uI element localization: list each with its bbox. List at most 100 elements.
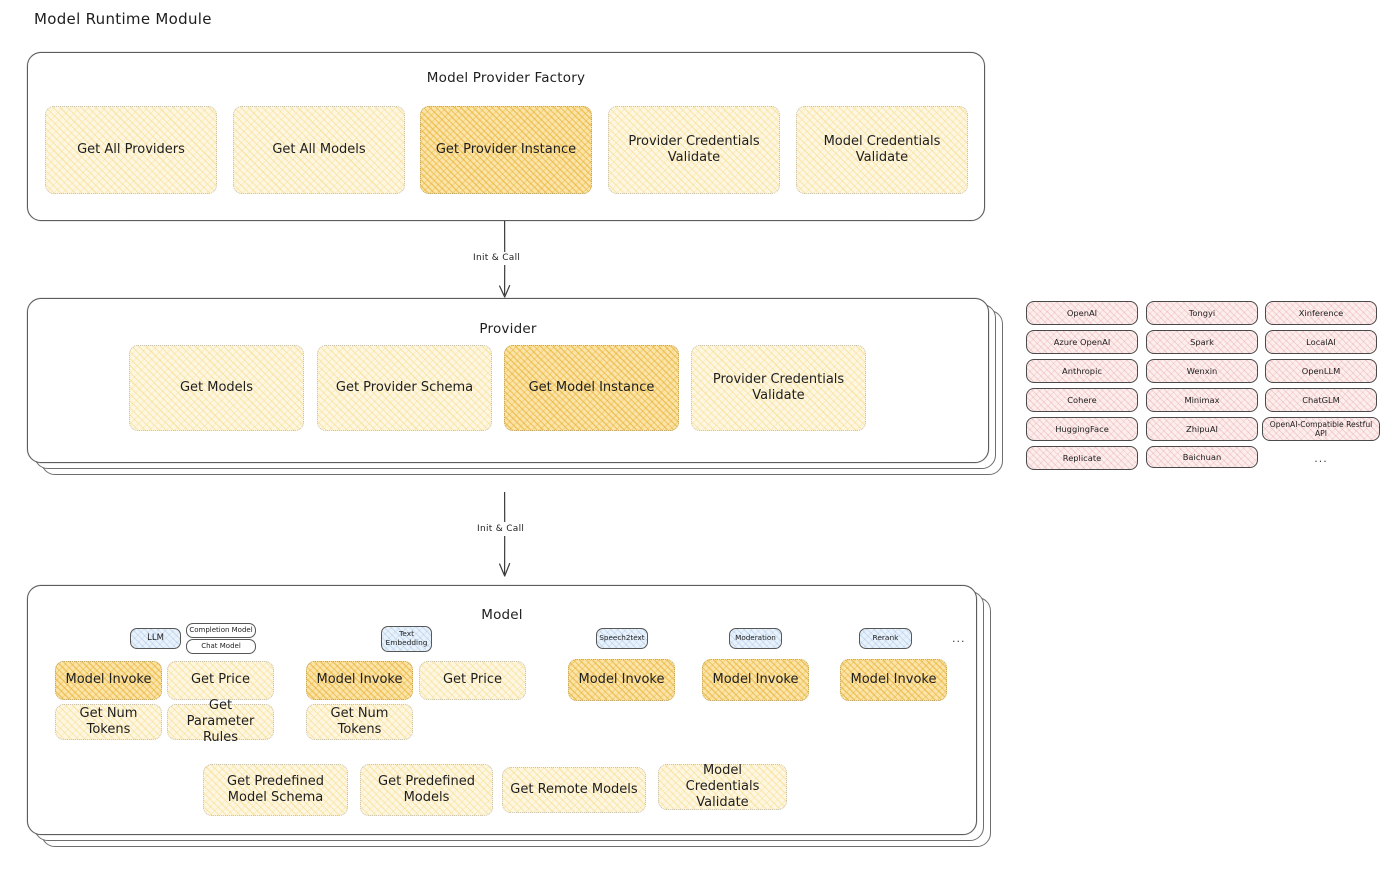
node-label: Get Predefined Model Schema xyxy=(227,773,324,805)
provider-pill-label: Minimax xyxy=(1184,395,1220,405)
provider-pill-label: Anthropic xyxy=(1062,366,1102,376)
provider-pill-label: Wenxin xyxy=(1186,366,1218,376)
badge-label: Completion Model xyxy=(189,626,253,635)
model-type-badge-moderation[interactable]: Moderation xyxy=(729,628,782,649)
provider-pill-label: ZhipuAI xyxy=(1186,424,1218,434)
provider-pill-minimax[interactable]: Minimax xyxy=(1146,388,1258,412)
provider-pill-openllm[interactable]: OpenLLM xyxy=(1265,359,1377,383)
provider-pill-label: Tongyi xyxy=(1188,308,1216,318)
provider-pill-anthropic[interactable]: Anthropic xyxy=(1026,359,1138,383)
provider-list-more-indicator: ... xyxy=(1314,452,1328,465)
node-label: Provider Credentials Validate xyxy=(712,371,845,403)
node-label: Get Num Tokens xyxy=(330,705,389,737)
badge-label: Rerank xyxy=(872,633,899,643)
provider-pill-label: Spark xyxy=(1190,337,1214,347)
node-label: Model Invoke xyxy=(850,671,937,687)
node-label: Get Predefined Models xyxy=(378,773,475,805)
provider-pill-label: OpenAI xyxy=(1066,308,1098,318)
page-title: Model Runtime Module xyxy=(34,10,212,28)
node-get-provider-schema[interactable]: Get Provider Schema xyxy=(317,345,492,431)
node-label: Get Model Instance xyxy=(528,379,655,395)
node-get-remote-models[interactable]: Get Remote Models xyxy=(502,767,646,813)
node-llm-model-invoke[interactable]: Model Invoke xyxy=(55,661,162,700)
arrow-provider-to-model xyxy=(499,491,511,577)
provider-pill-label: Replicate xyxy=(1062,453,1102,463)
node-llm-get-num-tokens[interactable]: Get Num Tokens xyxy=(55,704,162,740)
node-label: Get Price xyxy=(442,672,502,688)
provider-pill-cohere[interactable]: Cohere xyxy=(1026,388,1138,412)
node-get-all-providers[interactable]: Get All Providers xyxy=(45,106,217,194)
arrow-label-init-and-call-2: Init & Call xyxy=(477,524,525,534)
model-types-more-indicator: ... xyxy=(952,632,966,645)
provider-pill-wenxin[interactable]: Wenxin xyxy=(1146,359,1258,383)
node-get-all-models[interactable]: Get All Models xyxy=(233,106,405,194)
node-llm-get-price[interactable]: Get Price xyxy=(167,661,274,700)
arrow-factory-to-provider xyxy=(499,220,511,298)
node-label: Get Parameter Rules xyxy=(186,697,255,746)
provider-pill-chatglm[interactable]: ChatGLM xyxy=(1265,388,1377,412)
badge-label: Chat Model xyxy=(201,642,241,651)
node-text-embedding-get-price[interactable]: Get Price xyxy=(419,661,526,700)
node-label: Provider Credentials Validate xyxy=(628,133,760,165)
provider-pill-label: ChatGLM xyxy=(1302,395,1340,405)
arrow-label-init-and-call-1: Init & Call xyxy=(473,253,521,263)
node-model-credentials-validate[interactable]: Model Credentials Validate xyxy=(796,106,968,194)
node-get-provider-instance[interactable]: Get Provider Instance xyxy=(420,106,592,194)
provider-pill-openai[interactable]: OpenAI xyxy=(1026,301,1138,325)
node-label: Get All Providers xyxy=(77,141,185,157)
provider-pill-label: Azure OpenAI xyxy=(1053,337,1111,347)
provider-pill-azure-openai[interactable]: Azure OpenAI xyxy=(1026,330,1138,354)
node-get-model-instance[interactable]: Get Model Instance xyxy=(504,345,679,431)
node-provider-credentials-validate-2[interactable]: Provider Credentials Validate xyxy=(691,345,866,431)
node-llm-get-parameter-rules[interactable]: Get Parameter Rules xyxy=(167,698,274,745)
node-label: Get Price xyxy=(190,672,250,688)
provider-pill-label: LocalAI xyxy=(1306,337,1336,347)
node-get-predefined-model-schema[interactable]: Get Predefined Model Schema xyxy=(203,764,348,816)
provider-pill-tongyi[interactable]: Tongyi xyxy=(1146,301,1258,325)
provider-pill-openai-compatible-restful-api[interactable]: OpenAI-Compatible Restful API xyxy=(1262,417,1380,441)
provider-pill-huggingface[interactable]: HuggingFace xyxy=(1026,417,1138,441)
model-provider-factory-title: Model Provider Factory xyxy=(426,70,586,86)
badge-label: Text Embedding xyxy=(385,629,428,647)
node-moderation-model-invoke[interactable]: Model Invoke xyxy=(702,659,809,701)
node-label: Model Invoke xyxy=(316,672,403,688)
provider-pill-localai[interactable]: LocalAI xyxy=(1265,330,1377,354)
node-label: Get Provider Schema xyxy=(335,379,474,395)
node-label: Model Credentials Validate xyxy=(685,762,760,811)
model-type-badge-speech2text[interactable]: Speech2text xyxy=(596,628,648,649)
badge-label: LLM xyxy=(147,632,164,643)
node-get-models[interactable]: Get Models xyxy=(129,345,304,431)
provider-pill-spark[interactable]: Spark xyxy=(1146,330,1258,354)
provider-pill-baichuan[interactable]: Baichuan xyxy=(1146,446,1258,468)
node-speech2text-model-invoke[interactable]: Model Invoke xyxy=(568,659,675,701)
node-label: Model Credentials Validate xyxy=(823,133,941,165)
badge-label: Speech2text xyxy=(599,633,645,643)
node-label: Model Invoke xyxy=(65,672,152,688)
provider-pill-label: Xinference xyxy=(1298,308,1344,318)
model-type-badge-llm[interactable]: LLM xyxy=(130,628,181,649)
badge-label: Moderation xyxy=(735,633,776,643)
node-label: Get Num Tokens xyxy=(79,705,138,737)
node-label: Get Models xyxy=(179,379,254,395)
node-rerank-model-invoke[interactable]: Model Invoke xyxy=(840,659,947,701)
model-type-badge-rerank[interactable]: Rerank xyxy=(859,628,912,649)
model-title: Model xyxy=(481,607,523,623)
model-sub-badge-completion-model[interactable]: Completion Model xyxy=(186,623,256,638)
provider-pill-label: Baichuan xyxy=(1182,452,1222,462)
provider-pill-label: Cohere xyxy=(1067,395,1097,405)
node-model-credentials-validate-2[interactable]: Model Credentials Validate xyxy=(658,762,787,811)
node-text-embedding-get-num-tokens[interactable]: Get Num Tokens xyxy=(306,704,413,740)
provider-pill-replicate[interactable]: Replicate xyxy=(1026,446,1138,470)
model-sub-badge-chat-model[interactable]: Chat Model xyxy=(186,639,256,654)
model-type-badge-text-embedding[interactable]: Text Embedding xyxy=(381,626,432,652)
provider-pill-xinference[interactable]: Xinference xyxy=(1265,301,1377,325)
provider-pill-zhipuai[interactable]: ZhipuAI xyxy=(1146,417,1258,441)
node-provider-credentials-validate[interactable]: Provider Credentials Validate xyxy=(608,106,780,194)
node-text-embedding-model-invoke[interactable]: Model Invoke xyxy=(306,661,413,700)
node-get-predefined-models[interactable]: Get Predefined Models xyxy=(360,764,493,816)
node-label: Model Invoke xyxy=(578,671,665,687)
node-label: Get All Models xyxy=(272,141,366,157)
provider-pill-label: OpenLLM xyxy=(1301,366,1341,376)
node-label: Get Remote Models xyxy=(510,781,638,797)
